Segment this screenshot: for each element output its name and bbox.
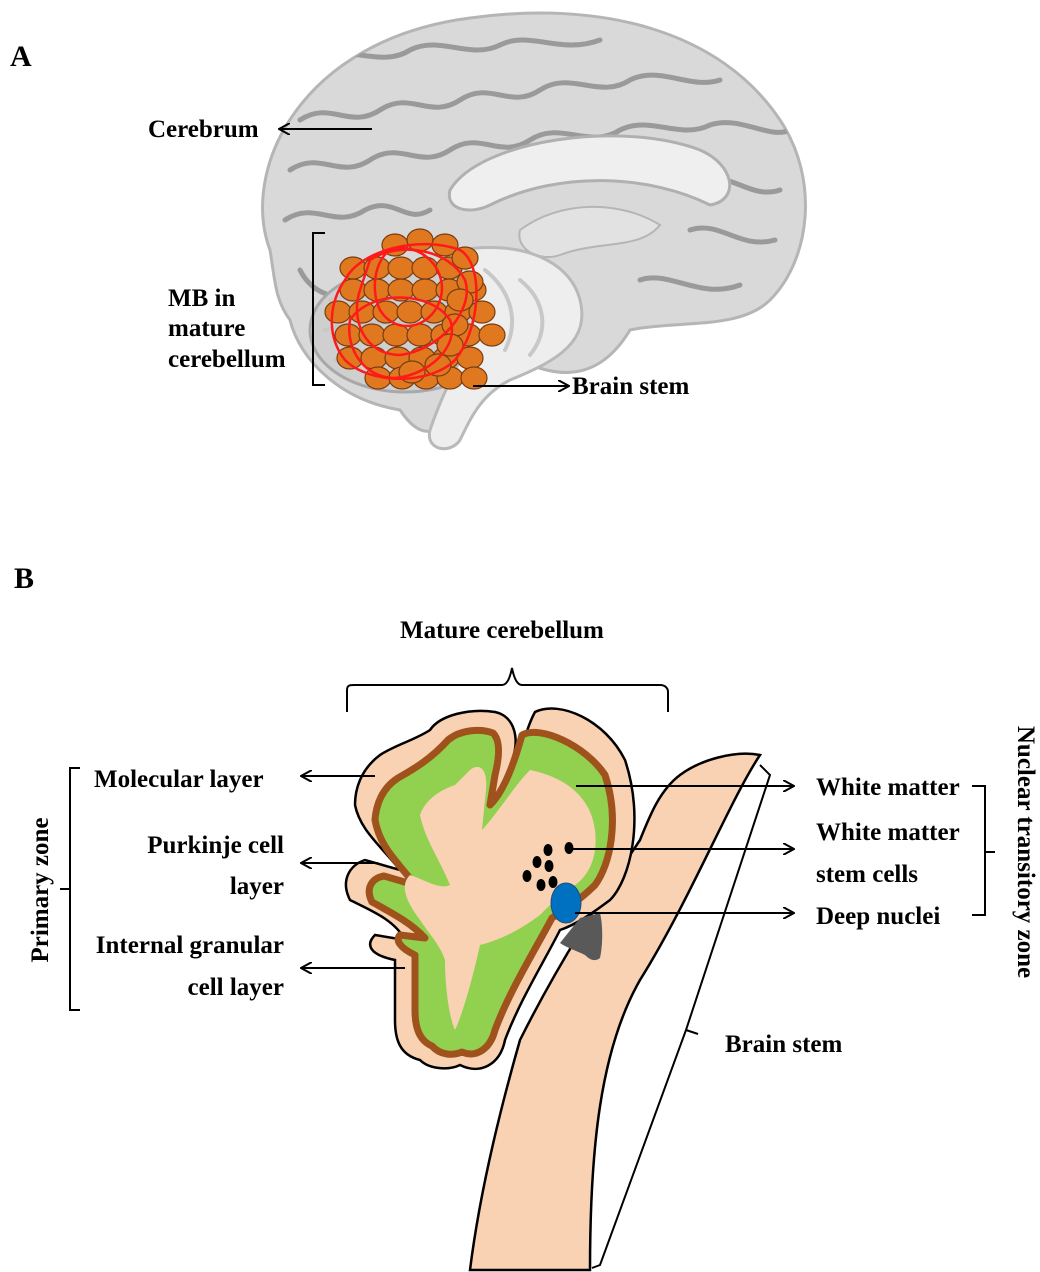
tumor-cell	[325, 301, 351, 323]
mature-cerebellum-label: Mature cerebellum	[400, 617, 604, 644]
wm-stem-cells-label-line1: White matter	[816, 819, 960, 846]
panel-b: B Mature cerebellum Molecular laye	[14, 562, 1039, 1270]
primary-zone-label: Primary zone	[27, 817, 54, 962]
tumor-cell	[407, 229, 433, 251]
brainstem-label-a: Brain stem	[572, 373, 690, 400]
brainstem-label-b: Brain stem	[725, 1031, 843, 1058]
white-matter-label: White matter	[816, 774, 960, 801]
nuclear-zone-bracket	[972, 786, 985, 915]
tumor-cell	[452, 247, 478, 269]
tumor-cell	[407, 324, 433, 346]
cerebrum-label: Cerebrum	[148, 116, 259, 143]
panel-b-letter: B	[14, 562, 34, 595]
tumor-cell	[479, 324, 505, 346]
mature-cerebellum-brace	[347, 668, 668, 712]
tumor-cell	[383, 324, 409, 346]
wm-stem-cells-label-line2: stem cells	[816, 861, 918, 888]
tumor-cell	[388, 257, 414, 279]
deep-nuclei	[551, 883, 581, 923]
mb-label-line1: MB in	[168, 285, 235, 312]
purkinje-label-line1: Purkinje cell	[147, 832, 284, 859]
molecular-layer-label: Molecular layer	[94, 766, 264, 793]
mb-label-line3: cerebellum	[168, 346, 286, 373]
purkinje-label-line2: layer	[230, 873, 284, 900]
deep-nuclei-label: Deep nuclei	[816, 903, 940, 930]
igl-label-line2: cell layer	[188, 974, 284, 1001]
tumor-cell	[447, 289, 473, 311]
panel-a-letter: A	[10, 40, 32, 73]
tumor-cell	[412, 257, 438, 279]
tumor-cell	[397, 301, 423, 323]
primary-zone-bracket	[70, 768, 80, 1010]
brain-illustration	[263, 13, 806, 449]
tumor-cell	[412, 279, 438, 301]
nuclear-zone-label: Nuclear transitory zone	[1012, 726, 1039, 978]
igl-label-line1: Internal granular	[96, 932, 284, 959]
mb-label-line2: mature	[168, 315, 245, 342]
panel-a: A	[10, 13, 805, 449]
